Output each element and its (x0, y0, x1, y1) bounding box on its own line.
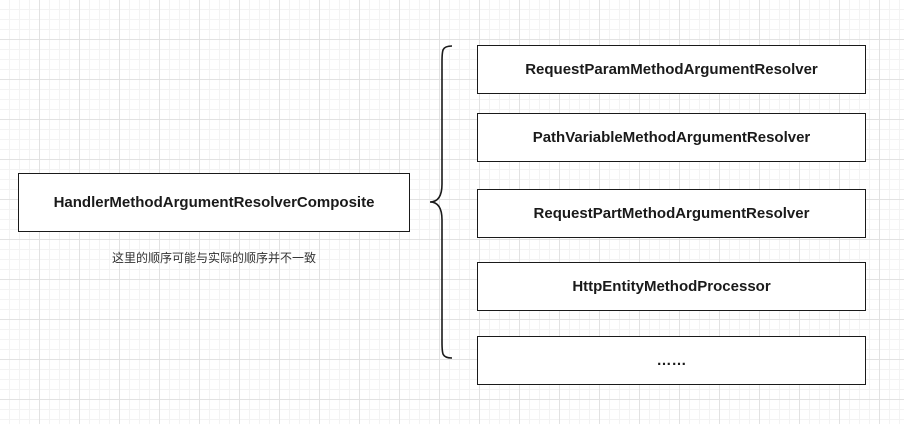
resolver-box-request-part[interactable]: RequestPartMethodArgumentResolver (477, 189, 866, 238)
resolver-label: RequestParamMethodArgumentResolver (525, 61, 818, 78)
resolver-box-request-param[interactable]: RequestParamMethodArgumentResolver (477, 45, 866, 94)
resolver-box-http-entity[interactable]: HttpEntityMethodProcessor (477, 262, 866, 311)
resolver-label: RequestPartMethodArgumentResolver (533, 205, 810, 222)
resolver-label: PathVariableMethodArgumentResolver (532, 129, 811, 146)
resolver-label: HttpEntityMethodProcessor (572, 278, 771, 295)
composite-resolver-box[interactable]: HandlerMethodArgumentResolverComposite (18, 173, 410, 232)
resolver-box-path-variable[interactable]: PathVariableMethodArgumentResolver (477, 113, 866, 162)
order-note: 这里的顺序可能与实际的顺序并不一致 (111, 251, 316, 265)
resolver-box-more[interactable]: …… (477, 336, 866, 385)
composite-resolver-label: HandlerMethodArgumentResolverComposite (53, 194, 375, 211)
curly-brace-connector (429, 45, 453, 359)
resolver-label-ellipsis: …… (656, 352, 687, 369)
